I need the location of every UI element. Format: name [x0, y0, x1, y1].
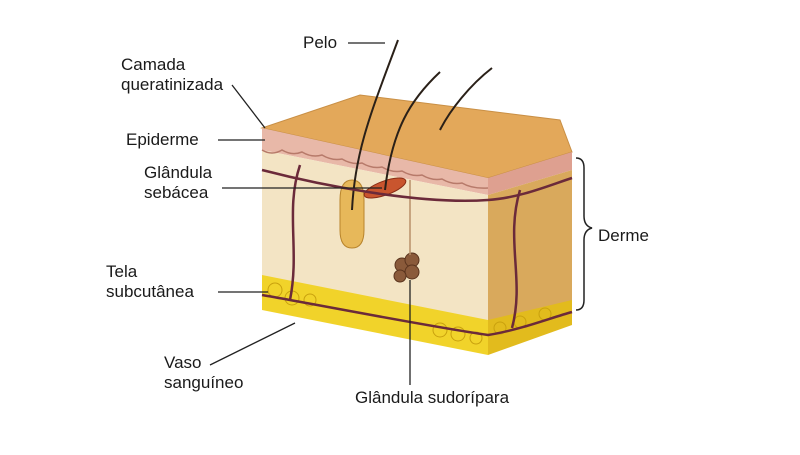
label-epiderme: Epiderme [126, 130, 199, 149]
label-derme: Derme [598, 226, 650, 245]
epidermis-side [488, 152, 572, 195]
label-glandula-sebacea-line1: Glândula [144, 163, 213, 182]
label-vaso-line1: Vaso [164, 353, 202, 372]
label-camada-line2: queratinizada [121, 75, 224, 94]
hair-3 [439, 67, 493, 131]
label-glandula-sudoripara: Glândula sudorípara [355, 388, 510, 407]
label-camada-line1: Camada [121, 55, 186, 74]
label-tela-line2: subcutânea [106, 282, 194, 301]
hair-2 [384, 71, 441, 191]
blood-vessels [261, 164, 573, 337]
label-tela-line1: Tela [106, 262, 138, 281]
dermis-side [488, 170, 572, 330]
epidermal-ridge [261, 149, 489, 189]
label-glandula-sebacea-line2: sebácea [144, 183, 209, 202]
leader-vaso [209, 322, 296, 366]
sweat-gland [393, 252, 420, 283]
dermis-front [262, 150, 488, 330]
hair-follicle [339, 179, 365, 249]
label-vaso-line2: sanguíneo [164, 373, 244, 392]
leader-camada [231, 84, 266, 129]
derme-brace [575, 157, 593, 311]
label-pelo: Pelo [303, 33, 338, 52]
leader-lines [209, 42, 411, 385]
